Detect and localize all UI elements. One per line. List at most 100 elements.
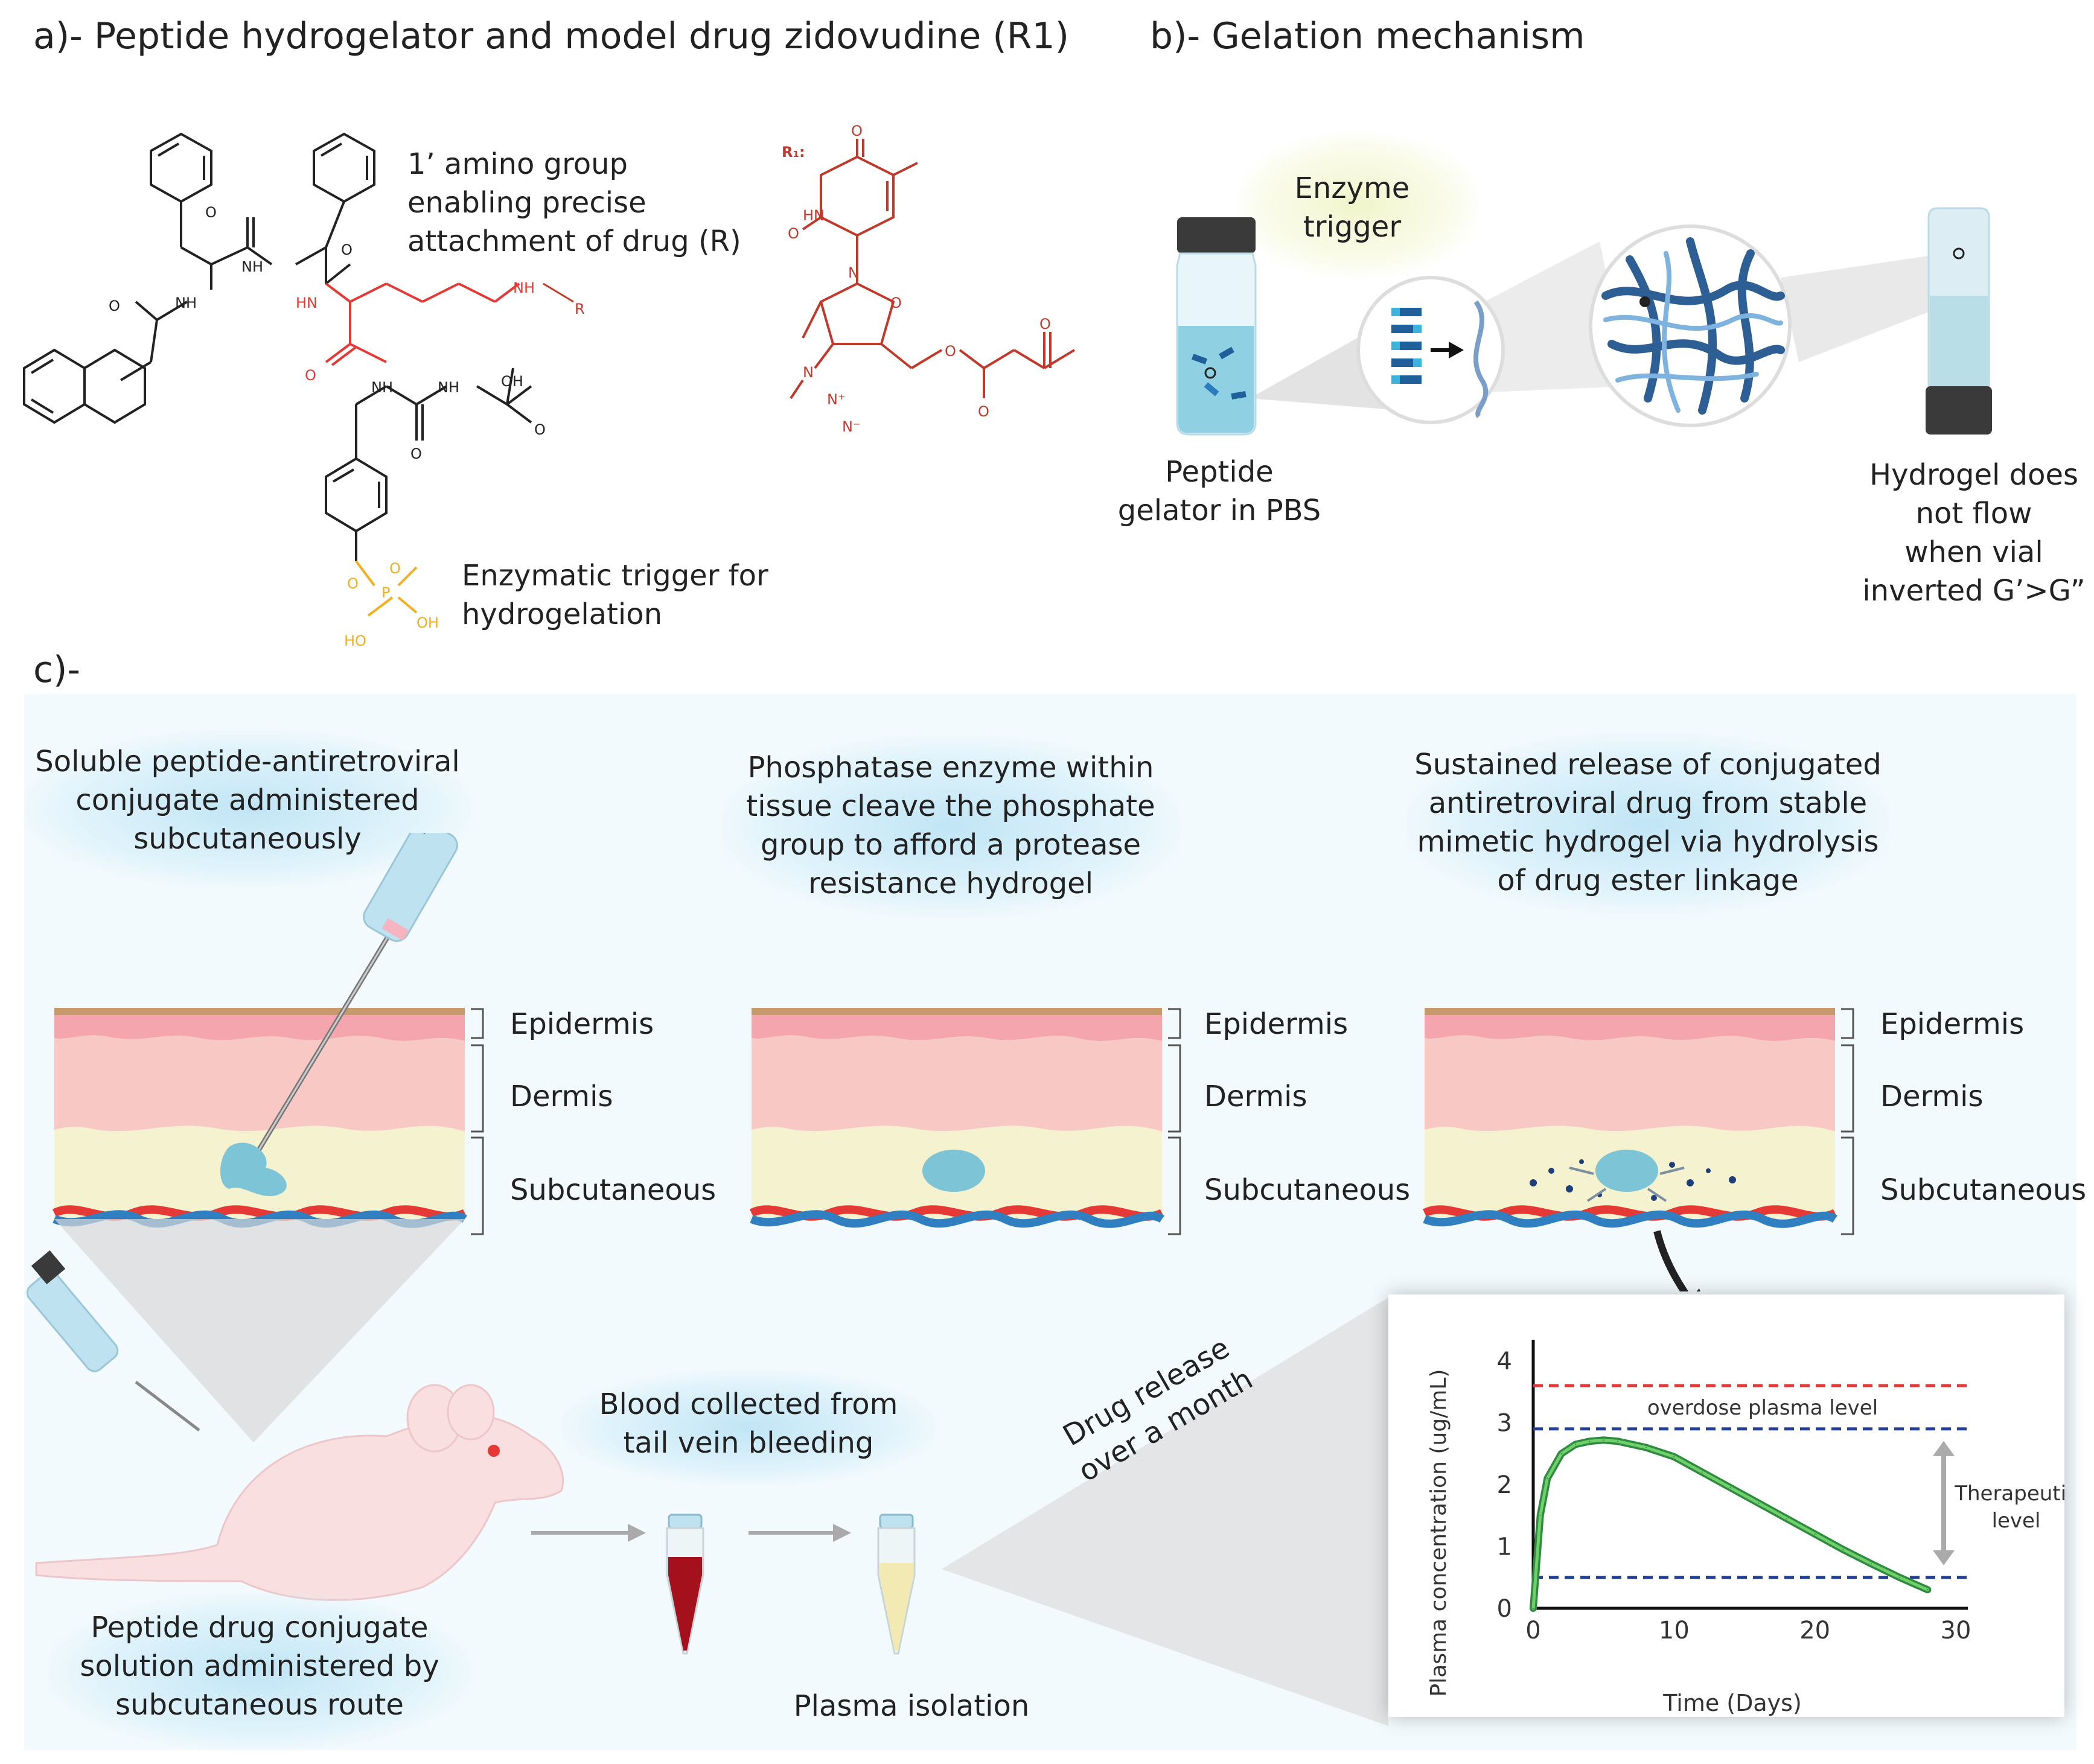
layer-subcutaneous-2: Subcutaneous bbox=[1204, 1173, 1411, 1207]
chart-x-tick-label: 10 bbox=[1659, 1617, 1690, 1645]
amino-note-line-2: enabling precise bbox=[407, 186, 646, 220]
chart-data-point bbox=[1575, 1444, 1576, 1445]
r1-label: R₁: bbox=[782, 144, 805, 161]
layer-epidermis-1: Epidermis bbox=[510, 1007, 654, 1041]
self-assembly-circle bbox=[1356, 276, 1505, 424]
chart-data-point bbox=[1589, 1441, 1591, 1442]
atom-o-zdv-3: O bbox=[890, 295, 902, 311]
chart-data-point bbox=[1729, 1487, 1731, 1489]
step3-line-3: mimetic hydrogel via hydrolysis bbox=[1417, 825, 1879, 859]
step2-line-2: tissue cleave the phosphate bbox=[746, 789, 1155, 823]
layer-dermis-2: Dermis bbox=[1204, 1080, 1307, 1113]
chart-y-tick-label: 3 bbox=[1497, 1410, 1512, 1438]
chart-data-point bbox=[1533, 1608, 1534, 1609]
step3-line-1: Sustained release of conjugated bbox=[1414, 748, 1882, 782]
step1-caption: Soluble peptide-antiretroviral conjugate… bbox=[24, 742, 471, 858]
skin-sections bbox=[0, 833, 2094, 1291]
blood-line-1: Blood collected from bbox=[599, 1387, 898, 1421]
chart-data-point bbox=[1814, 1533, 1816, 1535]
chart-data-point bbox=[1673, 1456, 1675, 1457]
atom-hn-zdv: HN bbox=[803, 207, 825, 224]
rat bbox=[35, 1384, 564, 1601]
chart-data-point bbox=[1842, 1549, 1844, 1550]
hydrogel-line-3: when vial bbox=[1904, 535, 2043, 569]
blood-caption: Blood collected from tail vein bleeding bbox=[561, 1385, 936, 1462]
enzyme-line-1: Enzyme bbox=[1294, 171, 1410, 205]
chart-data-point bbox=[1539, 1515, 1541, 1517]
chart-data-point bbox=[1898, 1576, 1900, 1578]
atom-o-phos-1: O bbox=[347, 575, 359, 592]
layer-dermis-3: Dermis bbox=[1880, 1080, 1984, 1113]
layer-dermis-1: Dermis bbox=[510, 1080, 613, 1113]
release-arrows bbox=[1569, 1167, 1685, 1202]
layer-epidermis-3: Epidermis bbox=[1880, 1007, 2025, 1041]
step1-line-2: conjugate administered bbox=[75, 783, 420, 817]
peptide-vial bbox=[1176, 217, 1257, 436]
atom-o-2: O bbox=[205, 204, 217, 221]
peptide-structure: NH NH O O O NH NH O OH O HN O NH R O P O… bbox=[23, 123, 1076, 649]
hydrogel-label: Hydrogel does not flow when vial inverte… bbox=[1859, 456, 2089, 610]
hydrogel-line-2: not flow bbox=[1915, 497, 2032, 530]
naphthalene-ring-2 bbox=[23, 348, 86, 424]
atom-o-ester: O bbox=[945, 343, 956, 360]
chart-data-point bbox=[1871, 1563, 1872, 1565]
enzyme-glow bbox=[1237, 133, 1479, 278]
blood-line-2: tail vein bleeding bbox=[623, 1426, 874, 1460]
chart-y-tick-label: 4 bbox=[1497, 1348, 1512, 1375]
animal-study-graphic bbox=[26, 1219, 1388, 1726]
chart-x-axis-label: Time (Days) bbox=[1662, 1690, 1802, 1716]
syringe-bottom bbox=[26, 1250, 200, 1431]
trigger-note-line-2: hydrogelation bbox=[462, 597, 663, 631]
trigger-note-line-1: Enzymatic trigger for bbox=[462, 559, 768, 593]
layer-subcutaneous-1: Subcutaneous bbox=[510, 1173, 717, 1207]
step2-line-1: Phosphatase enzyme within bbox=[747, 751, 1154, 785]
panel-c-title: c)- bbox=[33, 649, 81, 691]
atom-o-phos-2: O bbox=[389, 560, 401, 577]
chart-y-tick-label: 1 bbox=[1497, 1533, 1512, 1561]
atom-o-zdv-1: O bbox=[851, 123, 863, 139]
admin-line-1: Peptide drug conjugate bbox=[91, 1611, 429, 1645]
inverted-hydrogel-vial bbox=[1926, 207, 1992, 435]
panel-a-title: a)- Peptide hydrogelator and model drug … bbox=[33, 15, 1070, 57]
hydrogel-depot bbox=[922, 1150, 985, 1192]
step3-line-2: antiretroviral drug from stable bbox=[1428, 786, 1868, 820]
atom-ho: HO bbox=[344, 632, 366, 649]
admin-glow bbox=[48, 1593, 471, 1750]
chart-data-point bbox=[1645, 1447, 1647, 1448]
skin-section-1 bbox=[54, 1008, 483, 1234]
atom-n-zdv: N bbox=[848, 264, 859, 281]
atom-nh-4: NH bbox=[438, 379, 459, 396]
chart-data-point bbox=[1927, 1589, 1929, 1591]
chart-data-point bbox=[1758, 1502, 1760, 1504]
plasma-concentration-chart: Plasma concentration (ug/mL) Time (Days)… bbox=[1426, 1340, 2078, 1716]
chart-series-line bbox=[1531, 1438, 1929, 1610]
therapeutic-arrow-head-top bbox=[1933, 1441, 1955, 1456]
naphthalene-ring-1 bbox=[83, 348, 146, 424]
chart-data-point bbox=[1603, 1439, 1604, 1441]
chart-reference-label: overdose plasma level bbox=[1647, 1396, 1878, 1420]
panel-b-title: b)- Gelation mechanism bbox=[1150, 15, 1585, 57]
zidovudine-structure bbox=[790, 139, 1076, 400]
step1-line-3: subcutaneously bbox=[133, 822, 362, 856]
chart-data-point bbox=[1786, 1518, 1787, 1520]
curved-arrow-to-chart bbox=[1653, 1230, 1689, 1291]
blood-glow bbox=[561, 1370, 936, 1485]
step3-glow bbox=[1406, 733, 1889, 914]
chart-data-point bbox=[1560, 1453, 1562, 1454]
step2-line-3: group to afford a protease bbox=[760, 828, 1141, 862]
atom-o-ketone: O bbox=[1039, 316, 1051, 333]
tyrosine-ring bbox=[325, 457, 388, 533]
step2-line-4: resistance hydrogel bbox=[808, 867, 1094, 900]
atom-o-zdv-2: O bbox=[788, 225, 799, 242]
skin-section-3 bbox=[1425, 1008, 1853, 1234]
plasma-tube bbox=[877, 1514, 916, 1655]
enzymatic-trigger-note: Enzymatic trigger for hydrogelation bbox=[462, 556, 768, 634]
gelation-mechanism-graphic bbox=[1176, 207, 1992, 436]
layer-subcutaneous-3: Subcutaneous bbox=[1880, 1173, 2087, 1207]
atom-oh-phos: OH bbox=[417, 614, 439, 631]
benzene-ring-2 bbox=[313, 132, 375, 203]
step3-caption: Sustained release of conjugated antiretr… bbox=[1406, 745, 1889, 900]
layer-epidermis-2: Epidermis bbox=[1204, 1007, 1349, 1041]
chart-data-point bbox=[1547, 1477, 1548, 1479]
atom-hn-red: HN bbox=[296, 295, 318, 311]
